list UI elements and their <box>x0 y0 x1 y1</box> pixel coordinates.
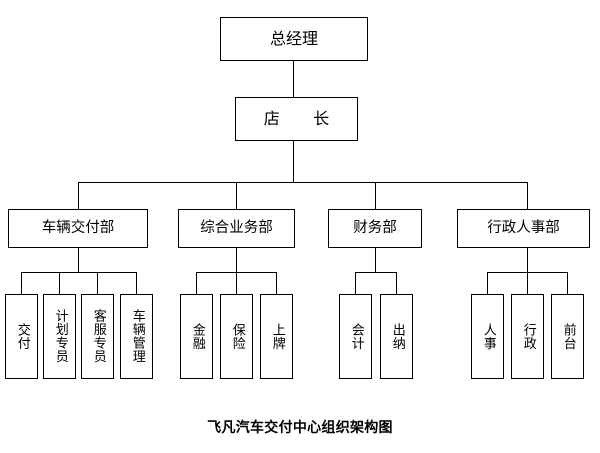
node-label: 店 长 <box>263 108 339 128</box>
connector-bus1-to-leaf-3 <box>97 272 98 294</box>
node-leaf-cashier[interactable]: 出纳 <box>380 294 413 379</box>
node-leaf-accountant[interactable]: 会计 <box>339 294 372 379</box>
node-dept-vehicle-delivery[interactable]: 车辆交付部 <box>8 209 148 248</box>
connector-dept3-to-bus <box>375 248 376 272</box>
node-store-manager[interactable]: 店 长 <box>235 97 358 141</box>
connector-bus-to-dept-2 <box>236 182 237 209</box>
connector-bus4-to-leaf-2 <box>527 272 528 294</box>
chart-caption: 飞凡汽车交付中心组织架构图 <box>207 420 393 436</box>
connector-dept1-to-bus <box>78 248 79 272</box>
bus-dept1-children <box>21 272 136 273</box>
connector-bus3-to-leaf-2 <box>396 272 397 294</box>
connector-bus4-to-leaf-1 <box>487 272 488 294</box>
connector-bus4-to-leaf-3 <box>567 272 568 294</box>
node-leaf-insurance[interactable]: 保险 <box>220 294 253 379</box>
node-leaf-administration[interactable]: 行政 <box>511 294 544 379</box>
connector-bus1-to-leaf-4 <box>136 272 137 294</box>
node-label: 出纳 <box>389 322 405 351</box>
node-label: 会计 <box>348 322 364 351</box>
node-label: 车辆交付部 <box>41 220 115 237</box>
node-dept-admin-hr[interactable]: 行政人事部 <box>457 209 590 248</box>
connector-bus1-to-leaf-2 <box>59 272 60 294</box>
node-leaf-front-desk[interactable]: 前台 <box>551 294 584 379</box>
node-label: 车辆管理 <box>129 309 145 364</box>
node-leaf-vehicle-management[interactable]: 车辆管理 <box>120 294 153 379</box>
node-leaf-customer-service-specialist[interactable]: 客服专员 <box>81 294 114 379</box>
node-label: 保险 <box>229 322 245 351</box>
connector-sm-to-bus <box>293 141 294 183</box>
node-general-manager[interactable]: 总经理 <box>220 17 368 61</box>
node-dept-finance[interactable]: 财务部 <box>328 209 422 248</box>
node-label: 财务部 <box>353 220 397 237</box>
bus-dept3-children <box>355 272 396 273</box>
bus-departments <box>78 182 528 183</box>
node-label: 行政人事部 <box>487 220 560 237</box>
connector-bus2-to-leaf-2 <box>236 272 237 294</box>
connector-bus-to-dept-1 <box>78 182 79 209</box>
connector-dept2-to-bus <box>236 248 237 272</box>
connector-gm-to-sm <box>293 61 294 97</box>
connector-dept4-to-bus <box>527 248 528 272</box>
node-label: 金融 <box>189 322 205 351</box>
node-label: 总经理 <box>269 28 318 48</box>
node-label: 前台 <box>560 322 576 351</box>
node-leaf-hr[interactable]: 人事 <box>471 294 504 379</box>
connector-bus1-to-leaf-1 <box>21 272 22 294</box>
node-label: 交付 <box>14 322 30 351</box>
node-label: 行政 <box>520 322 536 351</box>
connector-bus-to-dept-4 <box>527 182 528 209</box>
connector-bus2-to-leaf-1 <box>196 272 197 294</box>
node-label: 客服专员 <box>90 309 106 364</box>
node-dept-comprehensive-business[interactable]: 综合业务部 <box>178 209 295 248</box>
node-label: 人事 <box>480 322 496 351</box>
node-label: 上牌 <box>269 322 285 351</box>
connector-bus3-to-leaf-1 <box>355 272 356 294</box>
node-leaf-license-plate[interactable]: 上牌 <box>260 294 293 379</box>
node-label: 计划专员 <box>52 309 68 364</box>
node-label: 综合业务部 <box>200 220 273 237</box>
connector-bus2-to-leaf-3 <box>276 272 277 294</box>
node-leaf-delivery[interactable]: 交付 <box>5 294 38 379</box>
node-leaf-planning-specialist[interactable]: 计划专员 <box>43 294 76 379</box>
node-leaf-financing[interactable]: 金融 <box>180 294 213 379</box>
connector-bus-to-dept-3 <box>375 182 376 209</box>
